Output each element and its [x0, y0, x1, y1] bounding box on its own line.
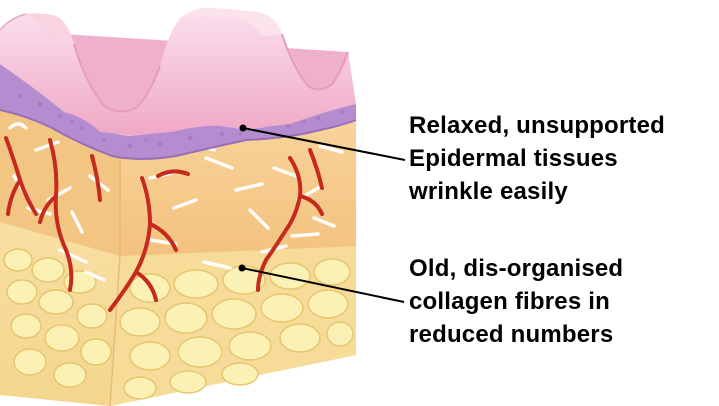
collagen-label: Old, dis-organised collagen fibres in re… — [409, 252, 623, 351]
fat-cells — [3, 248, 354, 400]
epidermis-layer — [0, 7, 356, 136]
leader-dot-epidermis — [239, 124, 247, 132]
subcutaneous-layer — [0, 222, 356, 406]
epidermis-label-line-3: wrinkle easily — [409, 178, 568, 205]
collagen-label-line-2: collagen fibres in — [409, 288, 610, 315]
epidermis-label: Relaxed, unsupported Epidermal tissues w… — [409, 109, 665, 208]
leader-line-collagen — [241, 267, 405, 303]
collagen-label-line-1: Old, dis-organised — [409, 255, 624, 282]
collagen-label-line-3: reduced numbers — [409, 321, 614, 348]
blood-vessels — [4, 136, 324, 312]
epidermis-label-line-1: Relaxed, unsupported — [409, 112, 666, 139]
leader-lines — [238, 124, 406, 303]
leader-dot-collagen — [238, 264, 246, 272]
epidermis-label-line-2: Epidermal tissues — [409, 145, 618, 172]
leader-line-epidermis — [242, 127, 406, 161]
